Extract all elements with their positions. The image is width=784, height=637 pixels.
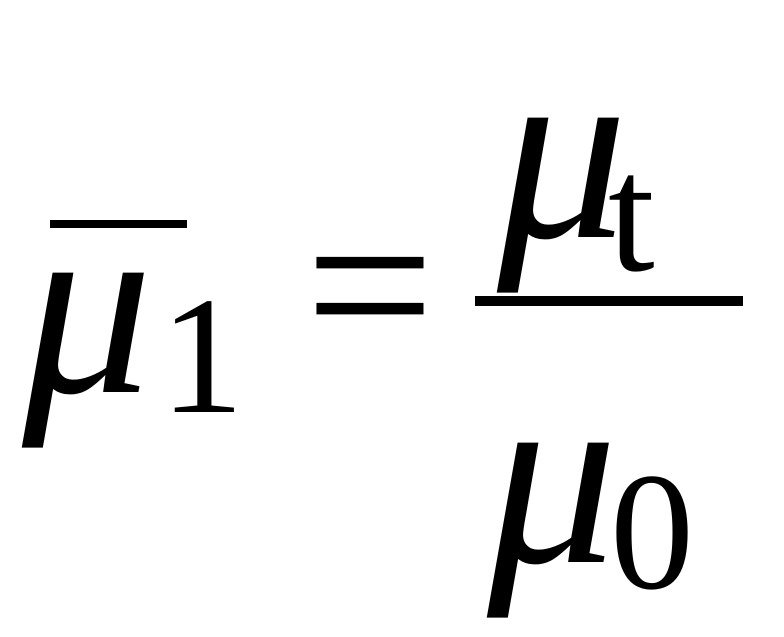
- lhs-mu-symbol: μ: [22, 161, 153, 449]
- denominator-subscript: 0: [610, 439, 694, 625]
- numerator-mu-symbol: μ: [497, 6, 628, 294]
- lhs-overbar: [50, 220, 187, 228]
- equals-sign: =: [305, 157, 435, 412]
- denominator-mu-symbol: μ: [487, 331, 618, 619]
- numerator-subscript: t: [608, 121, 655, 307]
- lhs-subscript: 1: [160, 263, 244, 449]
- fraction-bar: [475, 296, 743, 306]
